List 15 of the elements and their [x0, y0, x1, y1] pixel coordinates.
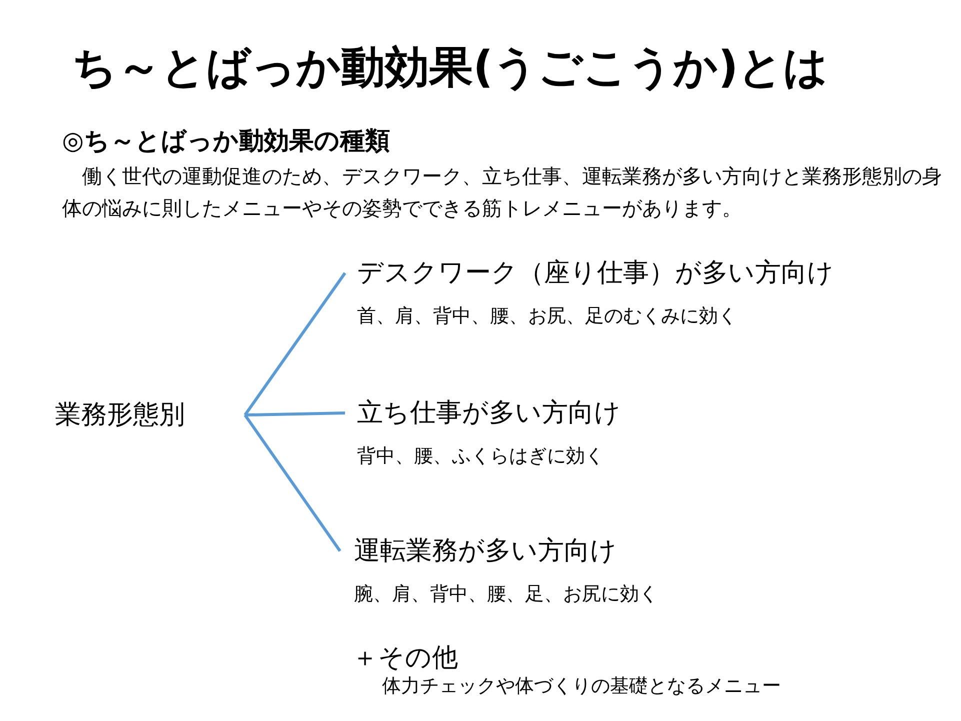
- branch-heading: 立ち仕事が多い方向け: [357, 397, 622, 430]
- branch-description: 首、肩、背中、腰、お尻、足のむくみに効く: [357, 304, 738, 329]
- connector-line: [244, 414, 342, 552]
- branch-description: 腕、肩、背中、腰、足、お尻に効く: [354, 582, 659, 607]
- other-heading: ＋その他: [352, 642, 458, 675]
- connector-line: [244, 272, 346, 416]
- other-description: 体力チェックや体づくりの基礎となるメニュー: [382, 674, 781, 699]
- category-label: 業務形態別: [55, 398, 245, 432]
- branch-heading: 運転業務が多い方向け: [354, 535, 618, 568]
- connector-line: [244, 412, 346, 416]
- branch-heading: デスクワーク（座り仕事）が多い方向け: [357, 257, 835, 290]
- title: ち～とばっか動効果(うごこうか)とは: [72, 41, 828, 95]
- section-heading: ◎ち～とばっか動効果の種類: [62, 125, 390, 157]
- description-paragraph: 働く世代の運動促進のため、デスクワーク、立ち仕事、運転業務が多い方向けと業務形態別の身体の悩みに則したメニューやその姿勢でできる筋トレメニューがあります。: [62, 163, 942, 222]
- branch-description: 背中、腰、ふくらはぎに効く: [357, 444, 605, 469]
